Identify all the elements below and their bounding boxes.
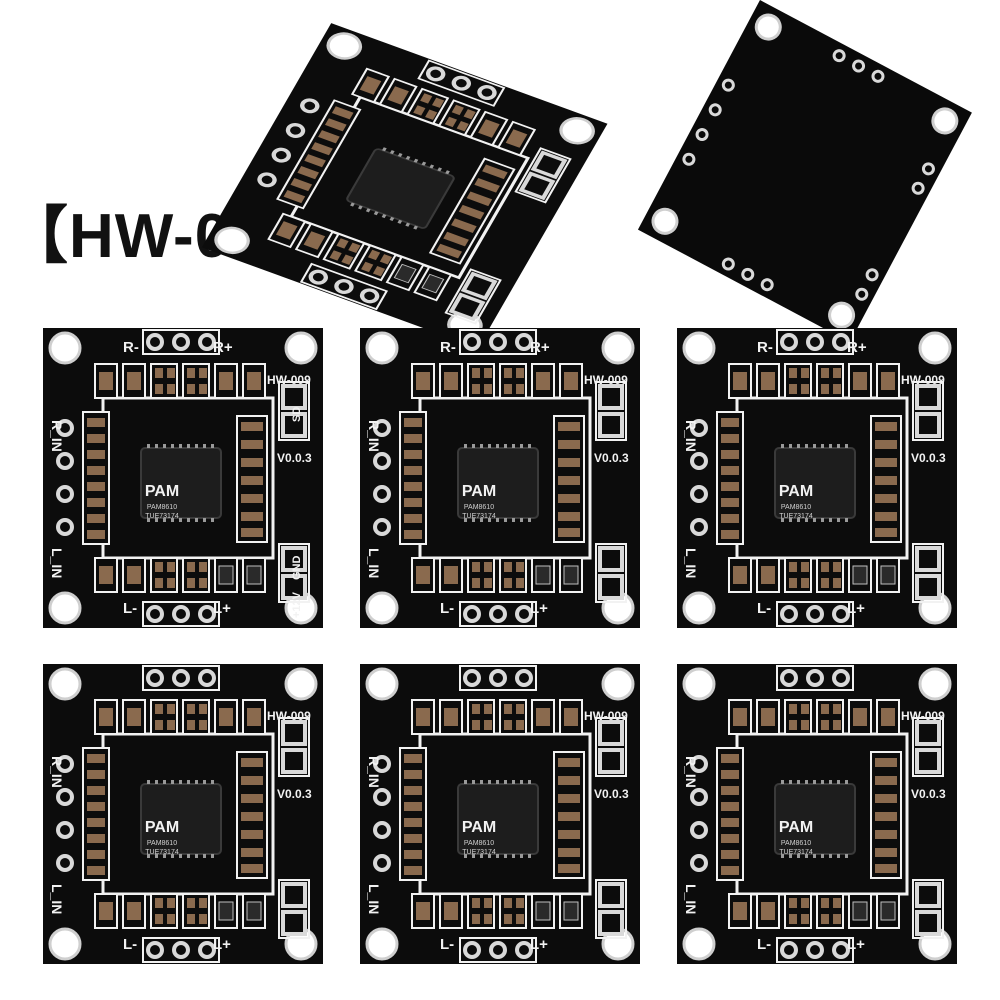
svg-text:L+: L+ [530,600,548,617]
svg-text:PAM: PAM [779,819,813,836]
svg-text:TUE73174: TUE73174 [145,849,179,856]
svg-text:L-: L- [440,936,454,953]
svg-text:L+: L+ [847,936,865,953]
svg-text:L-: L- [757,600,771,617]
svg-text:R_IN: R_IN [366,756,382,788]
label-12v: +12V [291,591,303,618]
label-l-plus: L+ [213,600,231,617]
svg-text:PAM: PAM [462,483,496,500]
svg-text:R-: R- [757,339,773,356]
svg-text:PAM8610: PAM8610 [147,840,177,847]
label-r-plus: R+ [213,339,233,356]
svg-text:R-: R- [440,339,456,356]
svg-text:L_IN: L_IN [683,548,699,578]
svg-text:L-: L- [440,600,454,617]
label-r-in: R_IN [49,420,65,452]
svg-text:V0.0.3: V0.0.3 [911,451,946,465]
svg-text:TUE73174: TUE73174 [779,513,813,520]
svg-text:HW-009: HW-009 [267,709,311,723]
svg-text:R+: R+ [847,339,867,356]
svg-text:L-: L- [757,936,771,953]
svg-text:PAM8610: PAM8610 [464,504,494,511]
svg-text:HW-009: HW-009 [901,373,945,387]
chip-code: TUE73174 [145,513,179,520]
svg-text:PAM: PAM [462,819,496,836]
svg-text:R_IN: R_IN [683,756,699,788]
svg-text:TUE73174: TUE73174 [462,513,496,520]
svg-text:L_IN: L_IN [49,884,65,914]
svg-text:L_IN: L_IN [366,884,382,914]
svg-text:V0.0.3: V0.0.3 [277,787,312,801]
svg-text:R_IN: R_IN [49,756,65,788]
chip-logo: PAM [145,483,179,500]
svg-text:L_IN: L_IN [683,884,699,914]
svg-text:L_IN: L_IN [366,548,382,578]
svg-text:PAM: PAM [145,819,179,836]
svg-text:PAM8610: PAM8610 [464,840,494,847]
label-r-minus: R- [123,339,139,356]
svg-text:L-: L- [123,936,137,953]
svg-text:L+: L+ [213,936,231,953]
svg-text:L+: L+ [847,600,865,617]
svg-text:PAM8610: PAM8610 [781,840,811,847]
svg-text:TUE73174: TUE73174 [779,849,813,856]
label-l-in: L_IN [49,548,65,578]
svg-text:R+: R+ [530,339,550,356]
svg-text:R_IN: R_IN [683,420,699,452]
label-l-minus: L- [123,600,137,617]
svg-text:V0.0.3: V0.0.3 [594,787,629,801]
svg-text:HW-009: HW-009 [584,709,628,723]
svg-text:TUE73174: TUE73174 [462,849,496,856]
svg-text:L+: L+ [530,936,548,953]
svg-text:HW-009: HW-009 [901,709,945,723]
label-sd: SD [291,407,303,422]
svg-text:PAM: PAM [779,483,813,500]
svg-text:R_IN: R_IN [366,420,382,452]
chip-part: PAM8610 [147,504,177,511]
label-version: V0.0.3 [277,451,312,465]
board-label-set: R- R+ HW-009 V0.0.3 L- L+ R_IN L_IN SD G… [49,339,312,618]
svg-text:PAM8610: PAM8610 [781,504,811,511]
label-gnd: GND [291,556,303,581]
label-model: HW-009 [267,373,311,387]
board-angled-top [202,23,608,348]
svg-text:HW-009: HW-009 [584,373,628,387]
svg-text:V0.0.3: V0.0.3 [911,787,946,801]
svg-text:V0.0.3: V0.0.3 [594,451,629,465]
board-back-side [637,0,972,343]
